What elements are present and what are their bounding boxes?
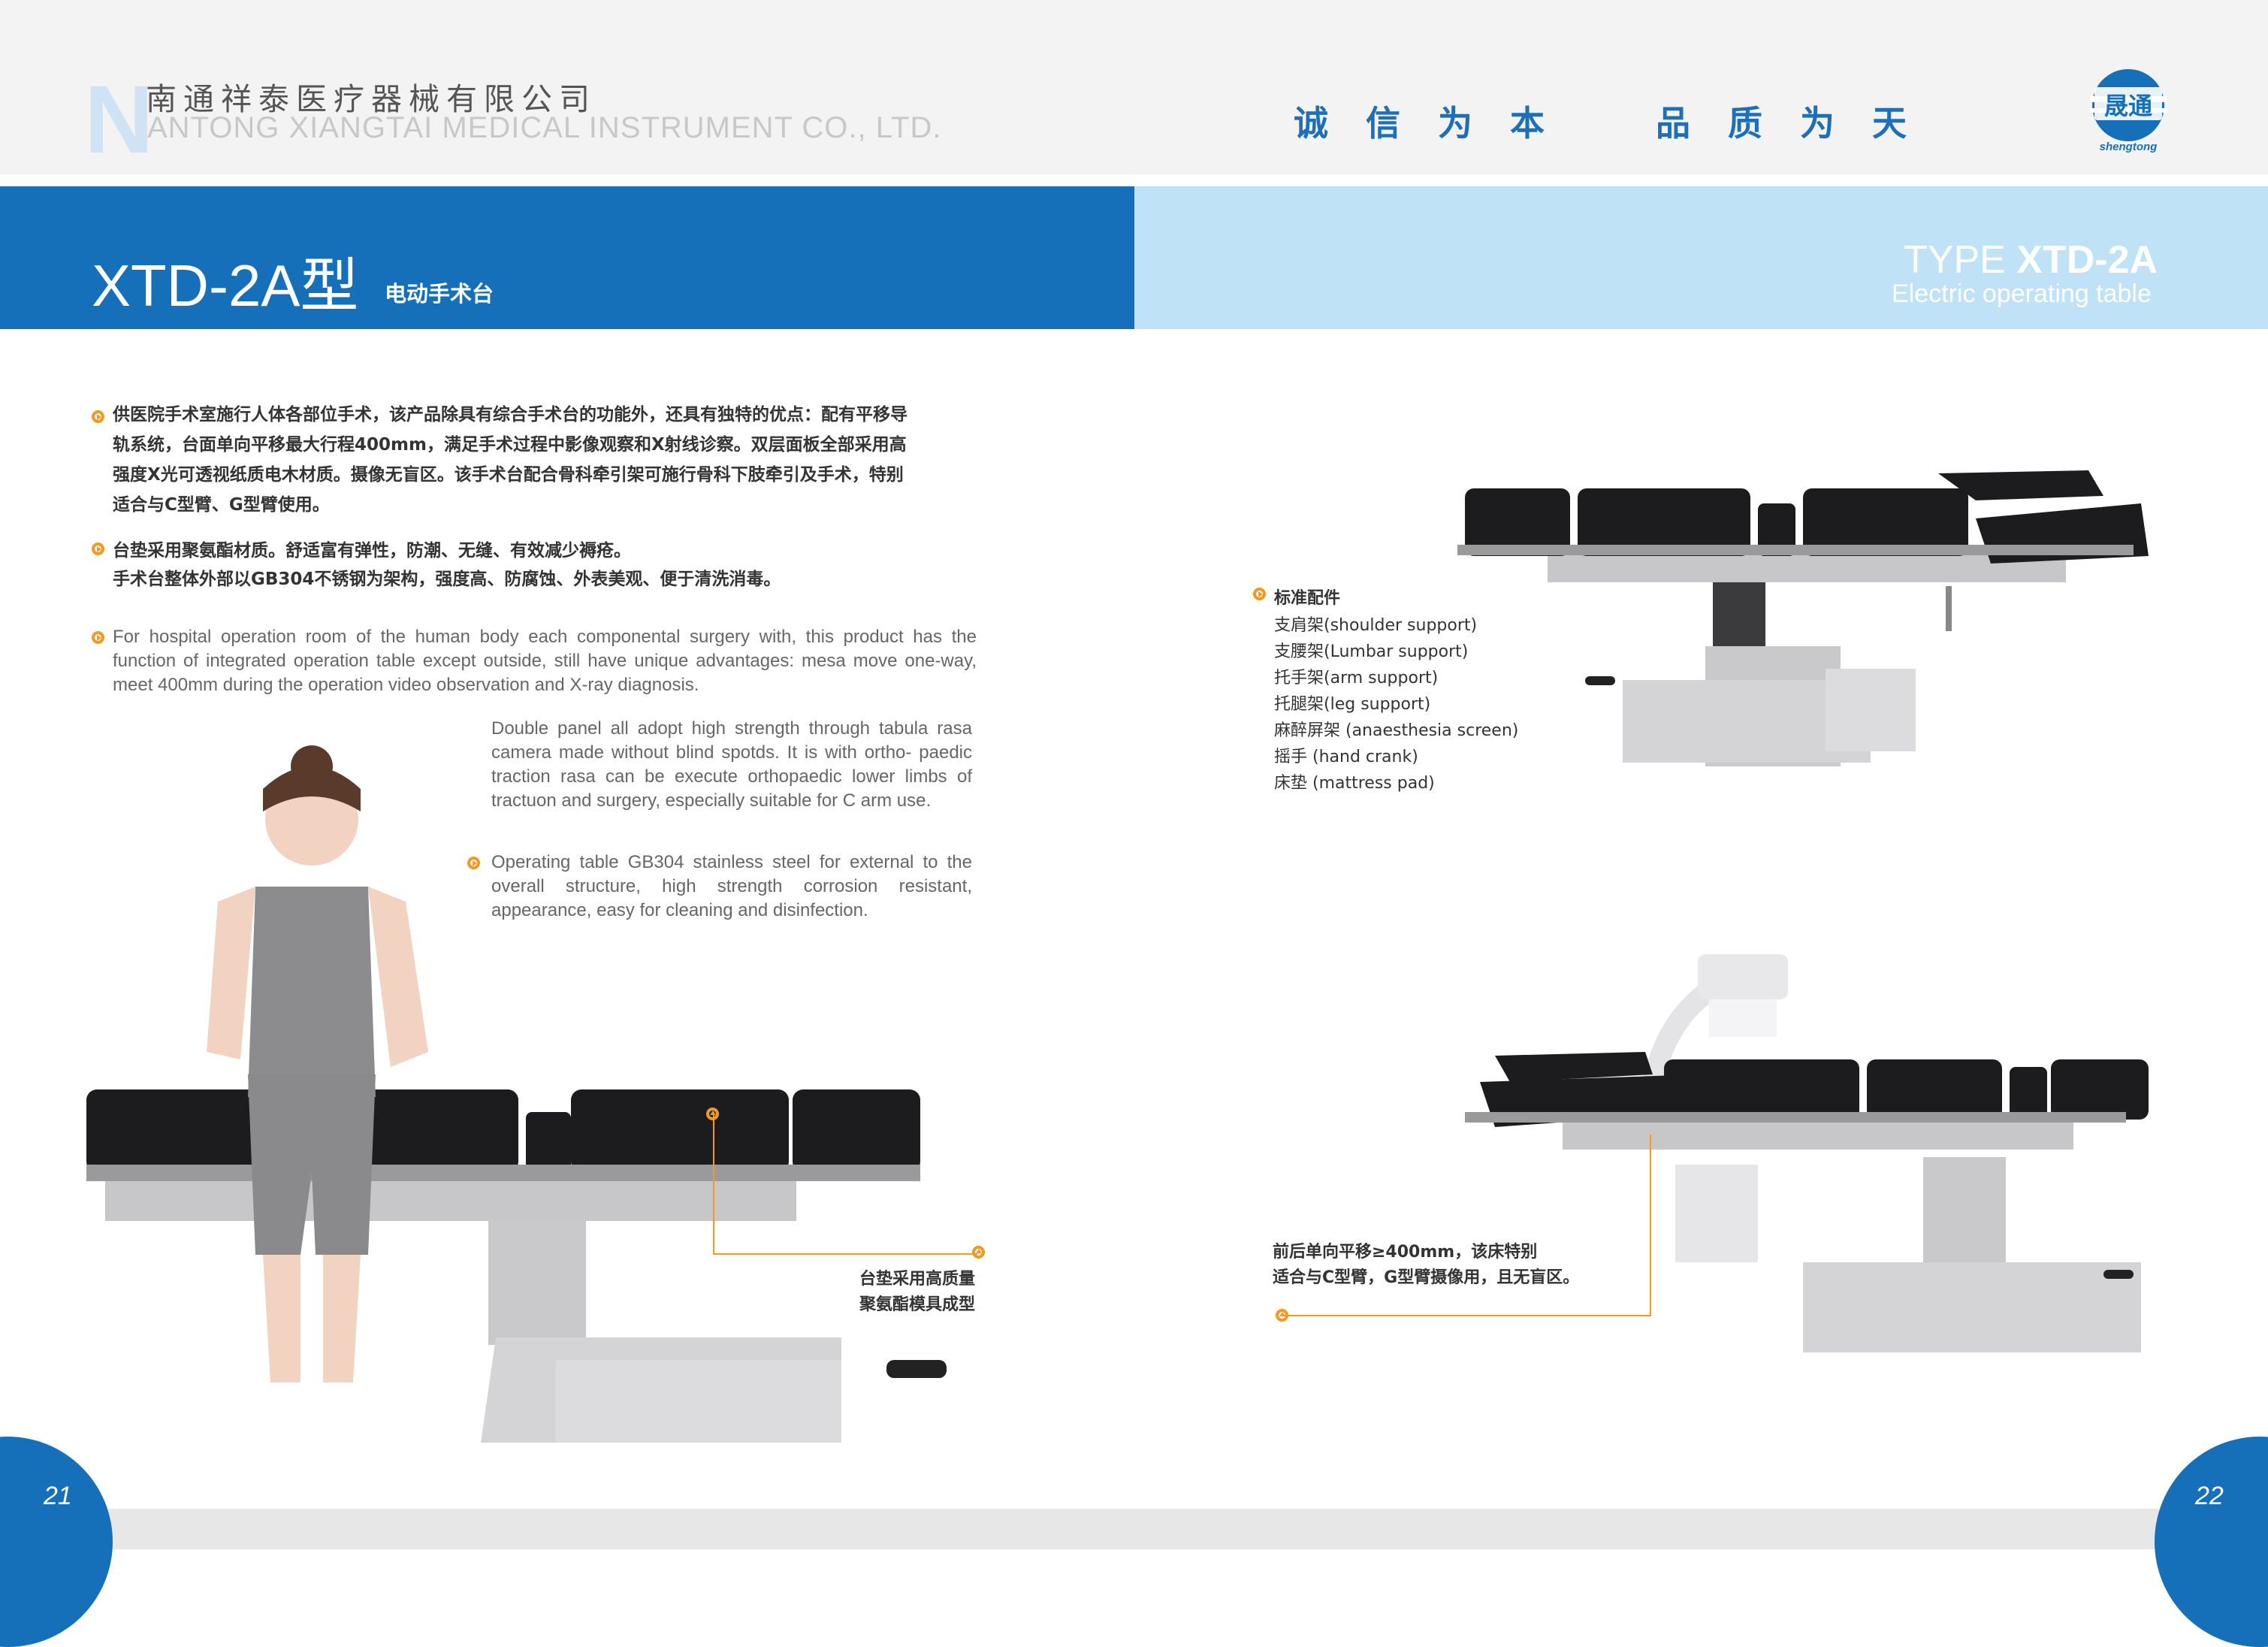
callout-left-text: 台垫采用高质量 聚氨酯模具成型: [859, 1270, 976, 1314]
bullet-icon: [1253, 588, 1266, 600]
callout-marker-icon: [706, 1108, 719, 1120]
operating-table-image-left: [86, 745, 947, 1443]
callout-right-text: 前后单向平移≥400mm，该床特别 适合与C型臂，G型臂摄像用，且无盲区。: [1273, 1243, 1580, 1287]
brand-logo-icon: 晟通 shengtong: [2084, 66, 2173, 155]
accessory-item: 支腰架(Lumbar support): [1274, 642, 1469, 661]
callout-leader-line: [1650, 1135, 1651, 1316]
company-logo-letter: N: [84, 66, 154, 174]
accessory-item: 摇手 (hand crank): [1274, 748, 1418, 766]
accessory-item: 麻醉屏架 (anaesthesia screen): [1274, 721, 1519, 740]
operating-table-image-bottom: [1465, 954, 2149, 1352]
page-number-badge-right: [2155, 1437, 2268, 1647]
accessory-item: 托手架(arm support): [1274, 669, 1439, 688]
accessory-item: 托腿架(leg support): [1274, 695, 1431, 714]
bullet-icon: [467, 857, 480, 869]
page-footer: [0, 1509, 2268, 1549]
callout-marker-icon: [1276, 1309, 1288, 1322]
features-en-2: Double panel all adopt high strength thr…: [491, 718, 972, 811]
title-bar-left: [0, 186, 1134, 329]
product-name-en: Electric operating table: [1892, 280, 2152, 308]
operating-table-image-top: [1457, 470, 2149, 766]
bullet-icon: [92, 542, 104, 555]
bullet-icon: [92, 410, 104, 423]
product-name-cn: 电动手术台: [385, 281, 494, 307]
features-cn-1: 供医院手术室施行人体各部位手术，该产品除具有综合手术台的功能外，还具有独特的优点…: [113, 405, 908, 515]
features-en-1: For hospital operation room of the human…: [113, 627, 977, 695]
company-name-cn: 南通祥泰医疗器械有限公司: [146, 81, 596, 117]
product-model-title: XTD-2A型: [92, 252, 359, 319]
accessory-item: 支肩架(shoulder support): [1274, 616, 1478, 635]
callout-leader-line: [1283, 1315, 1651, 1316]
accessories-title: 标准配件: [1274, 589, 1341, 608]
slogan-left: 诚信为本: [1294, 103, 1582, 144]
product-type-en: TYPE XTD-2A: [1904, 238, 2158, 282]
company-name-en: ANTONG XIANGTAI MEDICAL INSTRUMENT CO., …: [147, 111, 942, 144]
features-cn-2: 台垫采用聚氨酯材质。舒适富有弹性，防潮、无缝、有效减少褥疮。 手术台整体外部以G…: [113, 541, 781, 589]
page-number-right: 22: [2195, 1482, 2224, 1510]
brand-name-cn: 晟通: [2104, 92, 2152, 120]
page-number-left: 21: [44, 1482, 72, 1510]
callout-marker-icon: [972, 1246, 985, 1259]
bullet-icon: [92, 631, 104, 644]
callout-leader-line: [713, 1115, 714, 1253]
slogan-right: 品质为天: [1656, 103, 1944, 144]
page-header: [0, 0, 2268, 174]
brand-name-en: shengtong: [2100, 141, 2158, 153]
features-en-3: Operating table GB304 stainless steel fo…: [491, 852, 972, 920]
page-number-badge-left: [0, 1437, 113, 1647]
accessory-item: 床垫 (mattress pad): [1274, 774, 1435, 793]
callout-leader-line: [713, 1253, 977, 1255]
title-bar-right: [1134, 186, 2268, 329]
